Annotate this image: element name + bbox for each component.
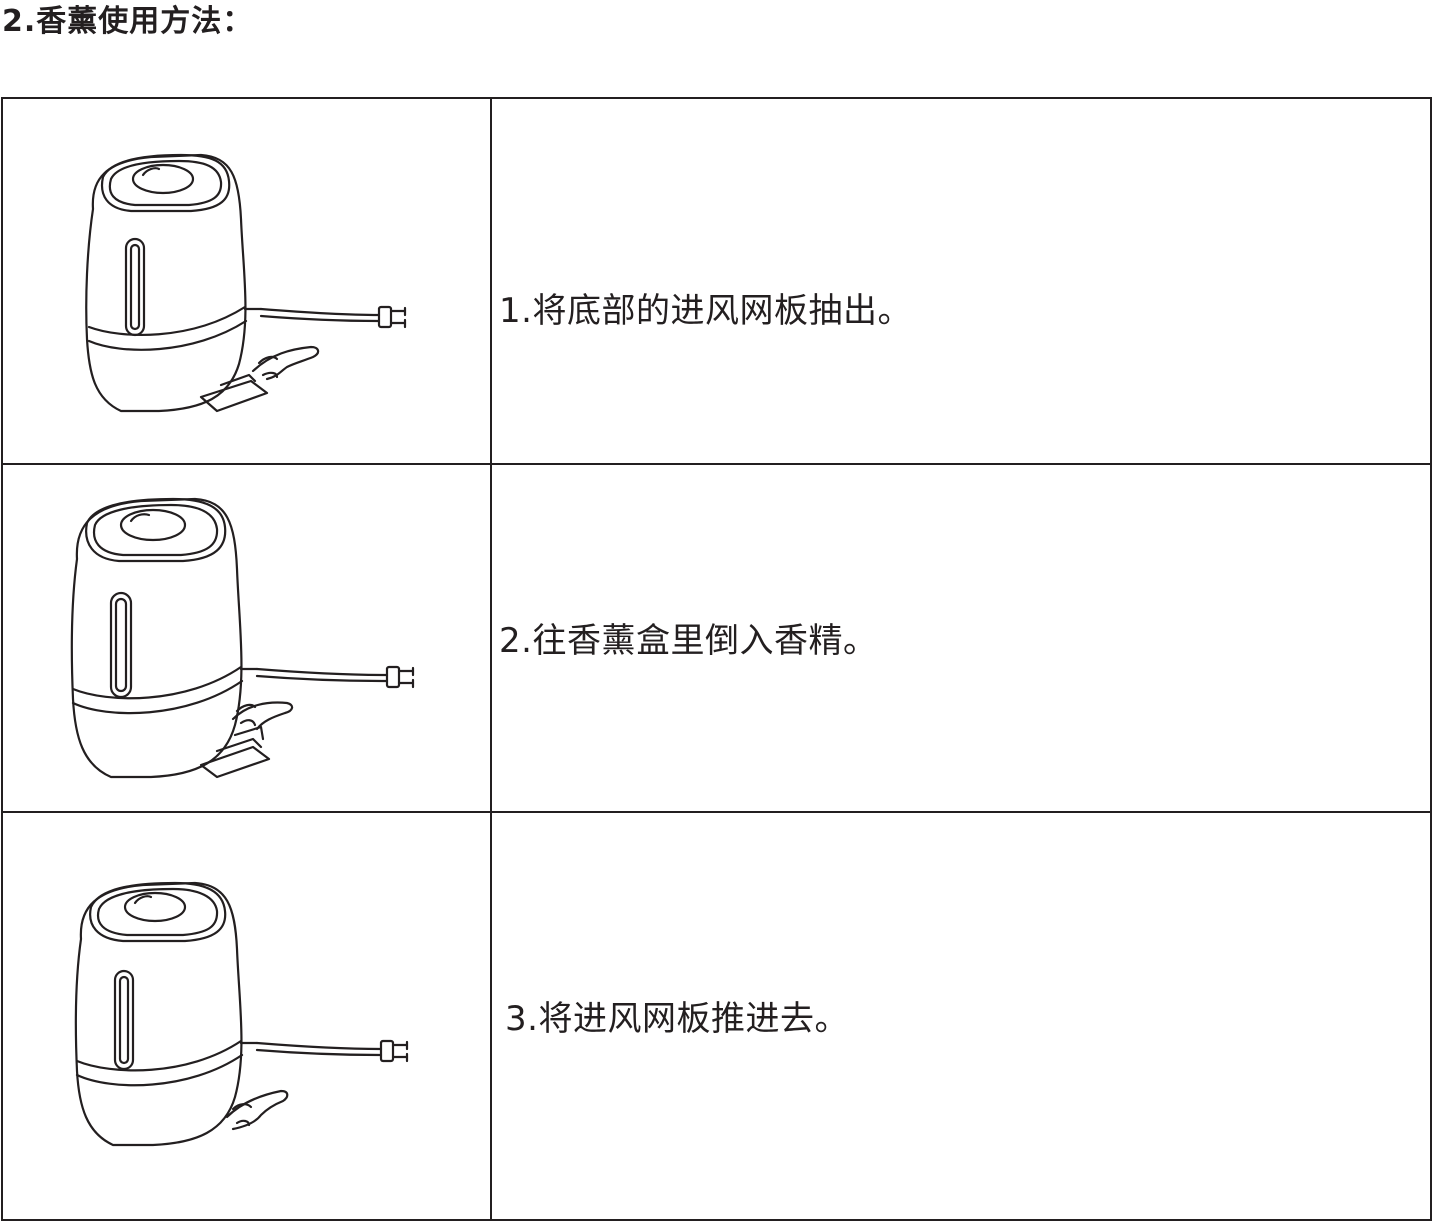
humidifier-illustration-3: [71, 877, 431, 1157]
step-2-text: 2.往香薰盒里倒入香精。: [499, 621, 878, 661]
column-divider: [490, 99, 492, 1219]
step-3-text: 3.将进风网板推进去。: [505, 999, 849, 1039]
step-1-text: 1.将底部的进风网板抽出。: [499, 291, 912, 331]
steps-table: 1.将底部的进风网板抽出。: [1, 97, 1432, 1221]
page-title: 2.香薰使用方法：: [2, 4, 254, 39]
step-row-2: 2.往香薰盒里倒入香精。: [3, 465, 1430, 811]
humidifier-illustration-1: [81, 149, 421, 419]
step-row-3: 3.将进风网板推进去。: [3, 813, 1430, 1221]
row-divider: [3, 811, 1430, 813]
step-row-1: 1.将底部的进风网板抽出。: [3, 99, 1430, 464]
humidifier-illustration-2: [67, 493, 437, 793]
row-divider: [3, 463, 1430, 465]
